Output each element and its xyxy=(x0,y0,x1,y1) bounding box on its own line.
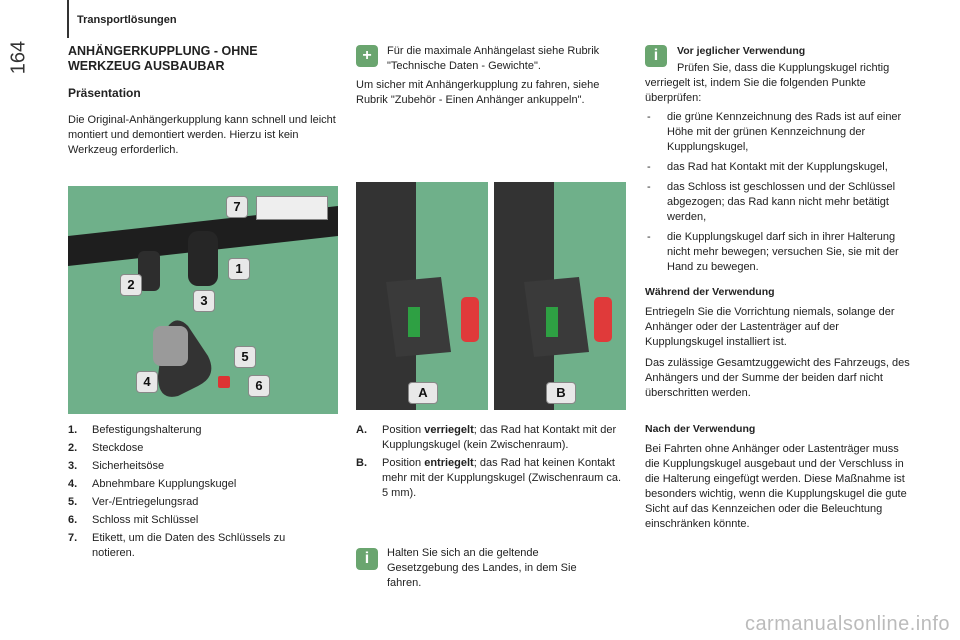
position-b-state: entriegelt xyxy=(424,457,474,469)
position-b-text: ; das Rad hat keinen Kontakt mehr mit de… xyxy=(382,457,622,499)
page-title: ANHÄNGERKUPPLUNG - OHNE WERKZEUG AUSBAUB… xyxy=(68,44,258,73)
image-label-6: 6 xyxy=(248,375,270,397)
image-label-1: 1 xyxy=(228,258,250,280)
position-a-label: A. xyxy=(356,424,367,436)
info-icon: i xyxy=(356,548,378,570)
before-use: Vor jeglicher Verwendung xyxy=(677,44,917,59)
check-list: die grüne Kennzeichnung des Rads ist auf… xyxy=(645,110,915,275)
watermark: carmanualsonline.info xyxy=(744,613,950,635)
sidebar-line xyxy=(67,0,69,38)
position-b: B. Position entriegelt; das Rad hat kein… xyxy=(356,456,626,501)
position-b-label: B. xyxy=(356,457,367,469)
plus-note: Für die maximale Anhängelast siehe Rubri… xyxy=(387,45,600,72)
hitch-image: 2 1 3 4 5 6 7 xyxy=(68,186,338,414)
intro-text: Die Original-Anhängerkupplung kann schne… xyxy=(68,114,336,156)
image-label-a: A xyxy=(408,382,438,404)
legend-item: 2.Steckdose xyxy=(68,442,144,454)
check-item: das Rad hat Kontakt mit der Kupplungskug… xyxy=(645,160,915,175)
legend-list: 1.Befestigungshalterung 2.Steckdose 3.Si… xyxy=(68,423,338,561)
legend-item: 6.Schloss mit Schlüssel xyxy=(68,514,199,526)
image-label-4: 4 xyxy=(136,371,158,393)
legend-item: 5.Ver-/Entriegelungsrad xyxy=(68,496,199,508)
check-item: die grüne Kennzeichnung des Rads ist auf… xyxy=(645,110,915,155)
position-a-text: ; das Rad hat Kontakt mit der Kupplungsk… xyxy=(382,424,617,451)
before-use-title: Vor jeglicher Verwendung xyxy=(677,45,806,57)
during-use-p1: Entriegeln Sie die Vorrichtung niemals, … xyxy=(645,306,895,348)
info-icon: i xyxy=(645,45,667,67)
before-use-body: Prüfen Sie, dass die Kupplungskugel rich… xyxy=(645,61,915,280)
image-label-7: 7 xyxy=(226,196,248,218)
position-a-state: verriegelt xyxy=(424,424,474,436)
page-number: 164 xyxy=(7,40,30,75)
plus-icon: + xyxy=(356,45,378,67)
position-b-illustration xyxy=(494,182,626,410)
legend-item: 1.Befestigungshalterung xyxy=(68,424,202,436)
during-use: Während der Verwendung Entriegeln Sie di… xyxy=(645,285,915,401)
column-1: ANHÄNGERKUPPLUNG - OHNE WERKZEUG AUSBAUB… xyxy=(68,44,338,158)
hitch-illustration xyxy=(68,186,338,414)
position-a: A. Position verriegelt; das Rad hat Kont… xyxy=(356,423,626,453)
subtitle: Präsentation xyxy=(68,86,141,100)
key-label-tag xyxy=(256,196,328,220)
after-use-text: Bei Fahrten ohne Anhänger oder Lastenträ… xyxy=(645,443,907,530)
safety-note: Um sicher mit Anhängerkupplung zu fahren… xyxy=(356,79,600,106)
check-item: das Schloss ist geschlossen und der Schl… xyxy=(645,180,915,225)
position-a-illustration xyxy=(356,182,488,410)
position-b-image: B xyxy=(494,182,626,410)
position-b-prefix: Position xyxy=(382,457,425,469)
during-use-p2: Das zulässige Gesamtzuggewicht des Fahrz… xyxy=(645,357,910,399)
legend-item: 3.Sicherheitsöse xyxy=(68,460,165,472)
image-label-3: 3 xyxy=(193,290,215,312)
legend-block: 1.Befestigungshalterung 2.Steckdose 3.Si… xyxy=(68,423,338,564)
image-label-b: B xyxy=(546,382,576,404)
position-a-prefix: Position xyxy=(382,424,425,436)
during-use-title: Während der Verwendung xyxy=(645,286,775,298)
position-a-image: A xyxy=(356,182,488,410)
image-label-2: 2 xyxy=(120,274,142,296)
after-use-title: Nach der Verwendung xyxy=(645,423,756,435)
before-use-intro: Prüfen Sie, dass die Kupplungskugel rich… xyxy=(645,62,890,104)
image-label-5: 5 xyxy=(234,346,256,368)
after-use: Nach der Verwendung Bei Fahrten ohne Anh… xyxy=(645,422,915,532)
check-item: die Kupplungskugel darf sich in ihrer Ha… xyxy=(645,230,915,275)
legend-item: 7.Etikett, um die Daten des Schlüssels z… xyxy=(68,532,286,559)
section-label: Transportlösungen xyxy=(77,14,177,26)
info-note: Halten Sie sich an die geltende Gesetzge… xyxy=(387,547,577,589)
legend-item: 4.Abnehmbare Kupplungskugel xyxy=(68,478,237,490)
